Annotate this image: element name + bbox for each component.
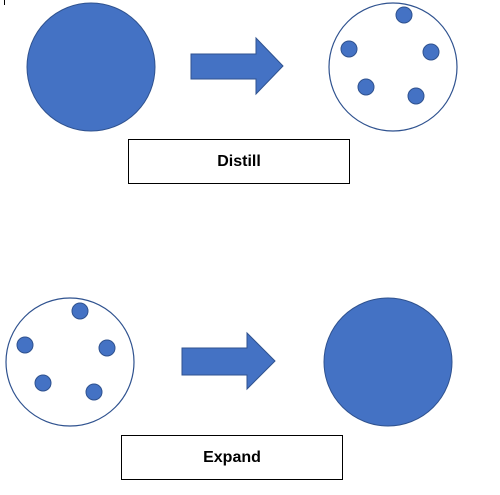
expand-source-hollow-circle: [5, 297, 135, 427]
distill-label: Distill: [217, 152, 261, 170]
distill-target-dot: [340, 40, 358, 58]
expand-source-dot: [71, 302, 89, 320]
corner-tick-mark: [4, 0, 5, 5]
distill-arrow: [190, 36, 284, 96]
expand-source-dot: [98, 339, 116, 357]
distill-target-hollow-circle: [328, 2, 458, 132]
expand-source-dot: [16, 336, 34, 354]
distill-target-dot: [407, 87, 425, 105]
distill-target-dot: [395, 6, 413, 24]
expand-source-dot: [34, 374, 52, 392]
expand-source-dot: [85, 383, 103, 401]
distill-row: [26, 2, 458, 132]
expand-label: Expand: [203, 448, 261, 466]
distill-target-dot: [422, 43, 440, 61]
expand-arrow: [181, 331, 276, 391]
distill-target-dot: [357, 78, 375, 96]
expand-row: [5, 297, 453, 427]
distill-label-box: Distill: [128, 139, 350, 184]
expand-target-solid-circle: [323, 297, 453, 427]
expand-label-box: Expand: [121, 435, 343, 480]
distill-source-solid-circle: [26, 2, 156, 132]
